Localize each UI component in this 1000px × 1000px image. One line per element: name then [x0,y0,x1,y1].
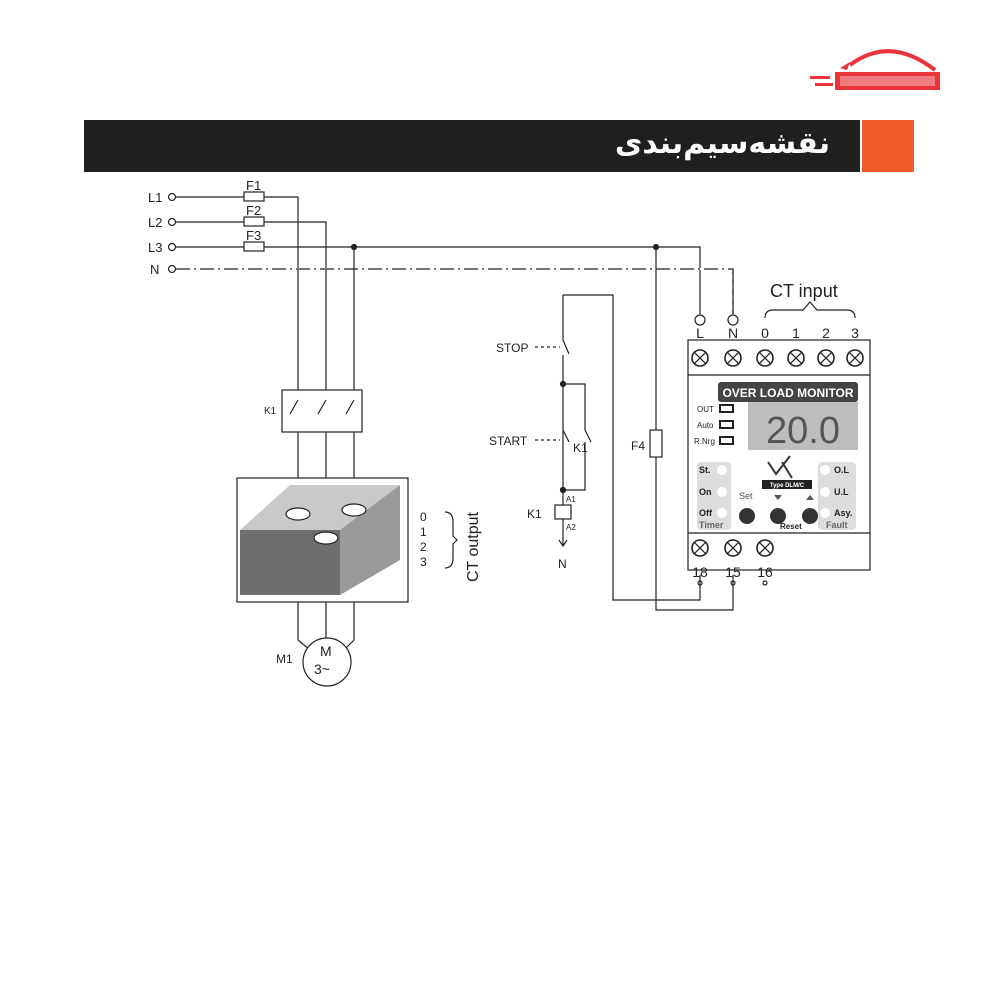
terminal-top-4-label: 2 [822,325,830,341]
terminal-bottom-2-label: 16 [757,564,773,580]
svg-text:A1: A1 [566,495,576,504]
coil-label: K1 [527,507,542,521]
device-title: OVER LOAD MONITOR [722,386,853,400]
svg-text:On: On [699,487,712,497]
display-value: 20.0 [766,410,840,452]
svg-text:O.L: O.L [834,465,850,475]
terminal-top-3-screw [787,349,805,367]
label-l3: L3 [148,240,162,255]
label-n: N [150,262,159,277]
stop-label: STOP [496,341,528,355]
terminal-top-0-screw [691,349,709,367]
terminal-top-3-label: 1 [792,325,800,341]
fuse-f1: F1 [246,178,261,193]
down-button[interactable] [770,508,786,524]
brand-logo [810,49,940,90]
terminal-top-2-screw [756,349,774,367]
svg-text:Timer: Timer [699,520,724,530]
header-bar: نقشه‌سیم‌بندی [84,120,860,172]
motor-label: M1 [276,652,293,666]
ct-output-1: 1 [420,525,427,539]
svg-text:Type DLM/C: Type DLM/C [770,483,805,489]
terminal-top-1-label: N [728,325,738,341]
terminal-top-5-screw [846,349,864,367]
terminal-top-1-screw [724,349,742,367]
terminal-top-0-label: L [696,325,704,341]
up-button[interactable] [802,508,818,524]
label-l2: L2 [148,215,162,230]
terminal-bottom-1-screw [724,539,742,557]
svg-text:3~: 3~ [314,661,330,677]
ct-output-0: 0 [420,510,427,524]
terminal-top-2-label: 0 [761,325,769,341]
svg-text:Auto: Auto [697,421,714,430]
svg-text:A2: A2 [566,523,576,532]
terminal-top-5-label: 3 [851,325,859,341]
svg-text:U.L: U.L [834,487,849,497]
terminal-bottom-0-label: 18 [692,564,708,580]
svg-text:K1: K1 [264,406,277,417]
ct-output-3: 3 [420,555,427,569]
set-button[interactable] [739,508,755,524]
svg-text:Fault: Fault [826,520,848,530]
ct-output-title: CT output [465,511,482,582]
n-label: N [558,557,567,571]
fuse-f2: F2 [246,203,261,218]
accent-square [862,120,914,172]
supply-lines [167,191,739,390]
svg-text:R.Nrg: R.Nrg [694,437,715,446]
fuse-f3: F3 [246,228,261,243]
k1-contact-label: K1 [573,441,588,455]
svg-text:CT input: CT input [770,281,838,301]
fuse-f4: F4 [631,439,645,453]
svg-text:St.: St. [699,465,711,475]
page-title: نقشه‌سیم‌بندی [614,126,830,161]
svg-text:Off: Off [699,508,713,518]
svg-text:Reset: Reset [780,522,802,531]
contactor-k1: K1 [264,389,363,478]
motor-m1: M 3~ M1 [276,637,355,687]
terminal-bottom-1-label: 15 [725,564,741,580]
svg-text:Asy.: Asy. [834,508,852,518]
svg-text:Set: Set [739,491,753,501]
label-l1: L1 [148,190,162,205]
control-circuit: STOP START K1 A1 A2 K1 N F4 [489,247,734,611]
overload-monitor-device: L N 0 1 2 3 18 15 16 OVER LOAD MONITOR 20.0 OUT… [687,325,871,586]
ct-block: 0 1 2 3 CT output [236,477,482,640]
svg-text:OUT: OUT [697,405,714,414]
terminal-top-4-screw [817,349,835,367]
terminal-bottom-0-screw [691,539,709,557]
svg-text:M: M [320,643,332,659]
terminal-bottom-2-screw [756,539,774,557]
ct-input: CT input [764,281,856,319]
ct-output-2: 2 [420,540,427,554]
start-label: START [489,434,528,448]
